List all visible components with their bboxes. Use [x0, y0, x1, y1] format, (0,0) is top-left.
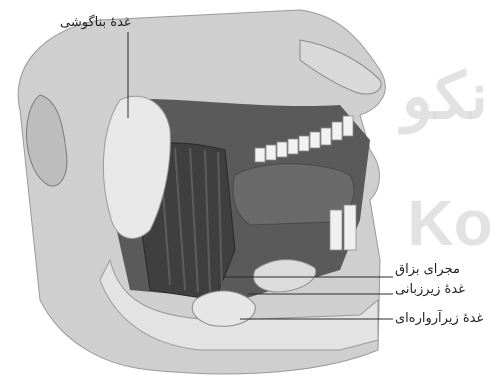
- label-submandibular-gland: غدهٔ زیرآرواره‌ای: [395, 312, 483, 325]
- label-parotid-gland: غدهٔ بناگوشی: [60, 16, 131, 29]
- label-salivary-duct: مجرای بزاق: [395, 263, 460, 276]
- watermark-top: نکو: [398, 60, 488, 135]
- watermark-bottom: Ko: [407, 187, 492, 259]
- submandibular-gland: [192, 291, 255, 326]
- label-sublingual-gland: غدهٔ زیرزبانی: [395, 283, 465, 296]
